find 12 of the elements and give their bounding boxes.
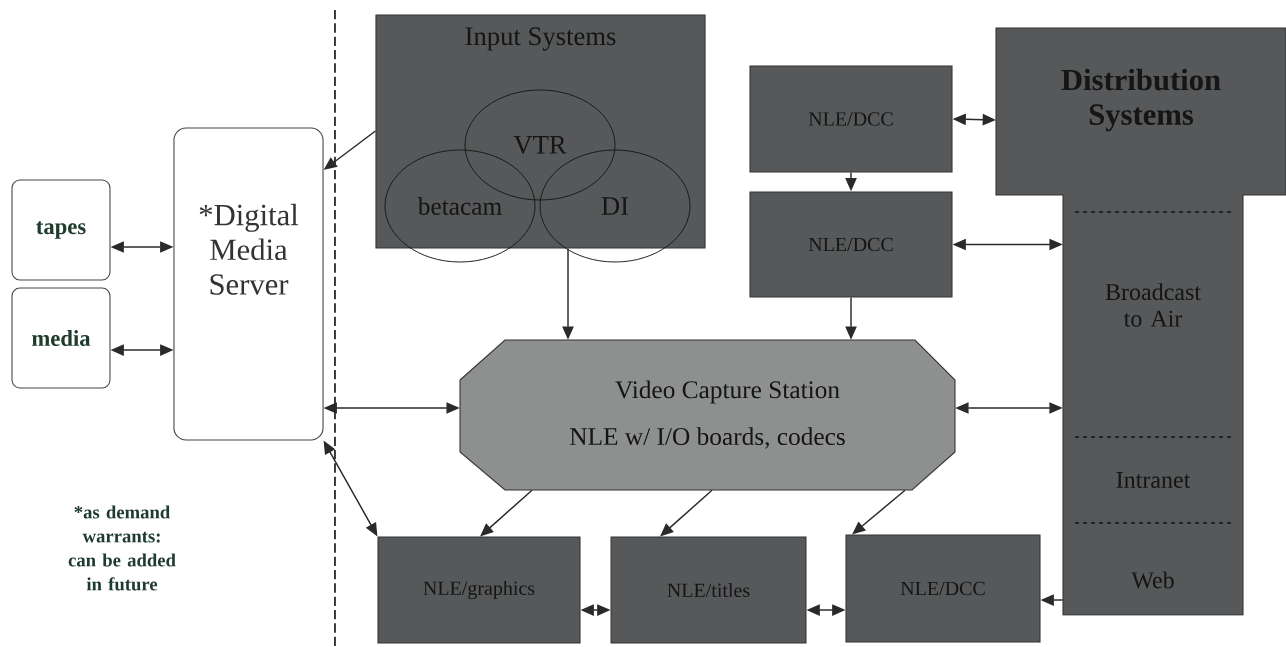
server-box: *Digital Media Server [173, 127, 324, 441]
distribution-panel: Distribution Systems Broadcast to Air Intranet Web [995, 27, 1286, 616]
arrow [852, 489, 906, 535]
system-box: NLE/DCC [845, 534, 1041, 643]
capture-station-box: Video Capture Station NLE w/ I/O boards, codecs [459, 339, 956, 491]
system-box: NLE/graphics [377, 536, 581, 644]
footnote-text: *as demand warrants: can be added in future [68, 505, 176, 591]
system-box: NLE/DCC [749, 65, 953, 173]
system-box: NLE/titles [610, 536, 807, 644]
system-box: NLE/DCC [749, 191, 953, 298]
storage-box: media [11, 287, 111, 389]
storage-box: tapes [11, 179, 111, 281]
